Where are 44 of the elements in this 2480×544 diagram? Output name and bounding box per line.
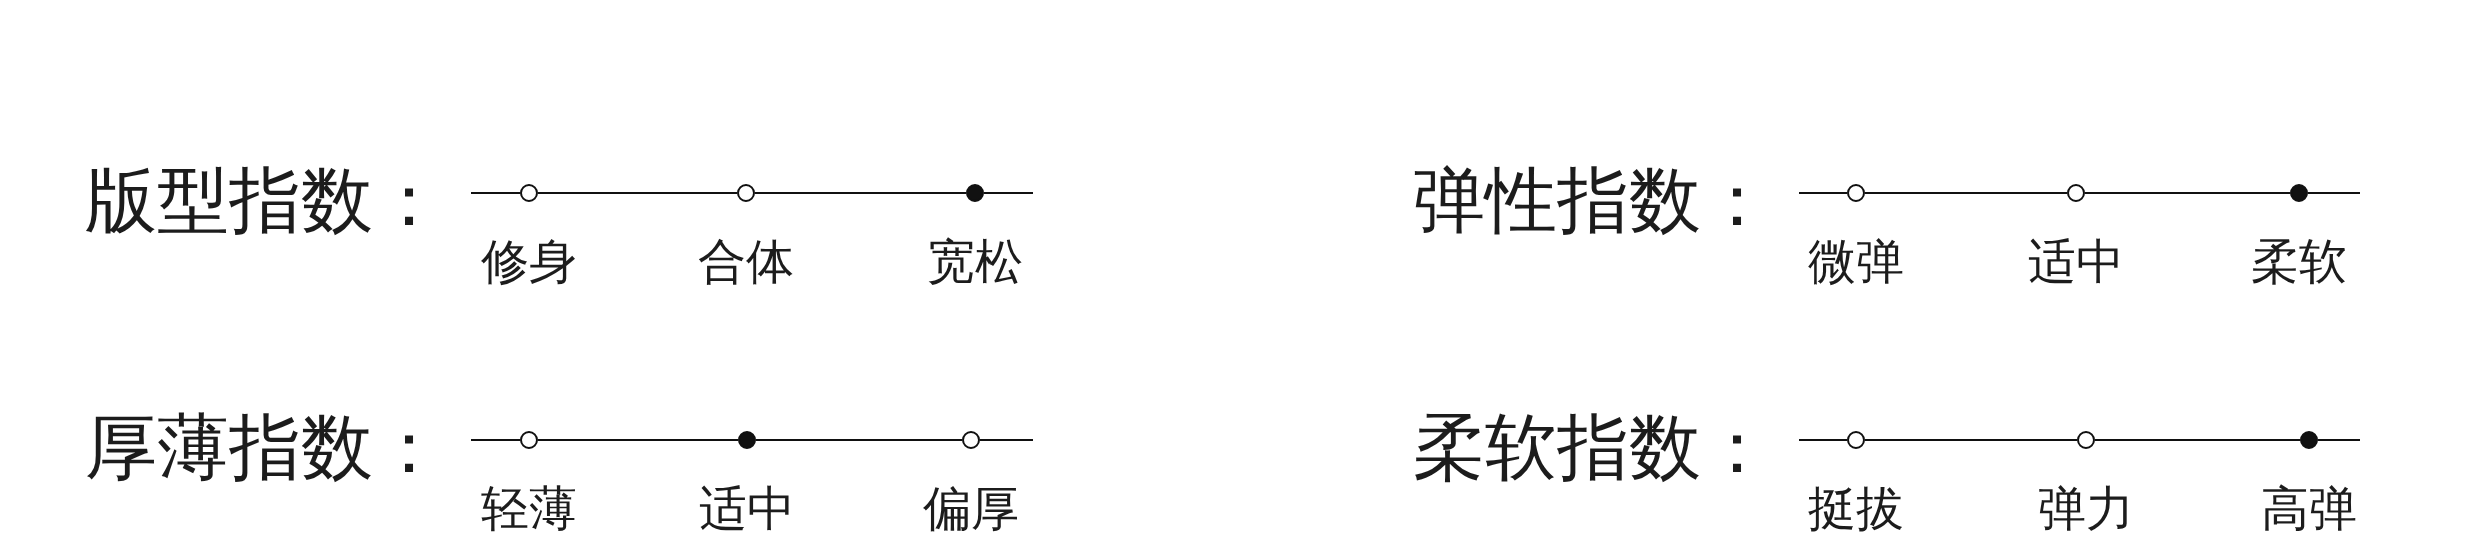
ring-icon xyxy=(519,183,539,203)
index-title: 版型指数： xyxy=(85,164,445,236)
scale-line xyxy=(1799,191,1847,195)
index-title: 柔软指数： xyxy=(1413,411,1773,483)
scale-line xyxy=(538,438,738,442)
scale-line xyxy=(1865,191,2067,195)
option-label: 微弹 xyxy=(1808,235,1904,288)
dot-icon xyxy=(737,430,757,450)
scale-line xyxy=(2308,191,2360,195)
option-label: 弹力 xyxy=(2038,482,2134,535)
option-label: 偏厚 xyxy=(923,482,1019,535)
ring-icon xyxy=(1846,430,1866,450)
scale-line xyxy=(2095,438,2300,442)
ring-icon xyxy=(2066,183,2086,203)
scale-line xyxy=(2085,191,2290,195)
option-label: 适中 xyxy=(699,482,795,535)
scale-line xyxy=(984,191,1033,195)
scale-line xyxy=(471,438,520,442)
option-label: 挺拔 xyxy=(1808,482,1904,535)
ring-icon xyxy=(1846,183,1866,203)
option-label: 宽松 xyxy=(927,235,1023,288)
index-title: 弹性指数： xyxy=(1413,164,1773,236)
option-label: 轻薄 xyxy=(481,482,577,535)
scale-line xyxy=(2318,438,2360,442)
scale-line xyxy=(756,438,962,442)
option-label: 修身 xyxy=(481,235,577,288)
dot-icon xyxy=(2299,430,2319,450)
ring-icon xyxy=(2076,430,2096,450)
scale-line xyxy=(755,191,966,195)
ring-icon xyxy=(736,183,756,203)
scale-line xyxy=(980,438,1033,442)
ring-icon xyxy=(961,430,981,450)
dot-icon xyxy=(965,183,985,203)
scale-line xyxy=(471,191,520,195)
option-label: 合体 xyxy=(698,235,794,288)
dot-icon xyxy=(2289,183,2309,203)
index-title: 厚薄指数： xyxy=(85,411,445,483)
option-label: 高弹 xyxy=(2261,482,2357,535)
ring-icon xyxy=(519,430,539,450)
scale-line xyxy=(1865,438,2077,442)
option-label: 适中 xyxy=(2028,235,2124,288)
option-label: 柔软 xyxy=(2251,235,2347,288)
scale-line xyxy=(538,191,737,195)
scale-line xyxy=(1799,438,1847,442)
